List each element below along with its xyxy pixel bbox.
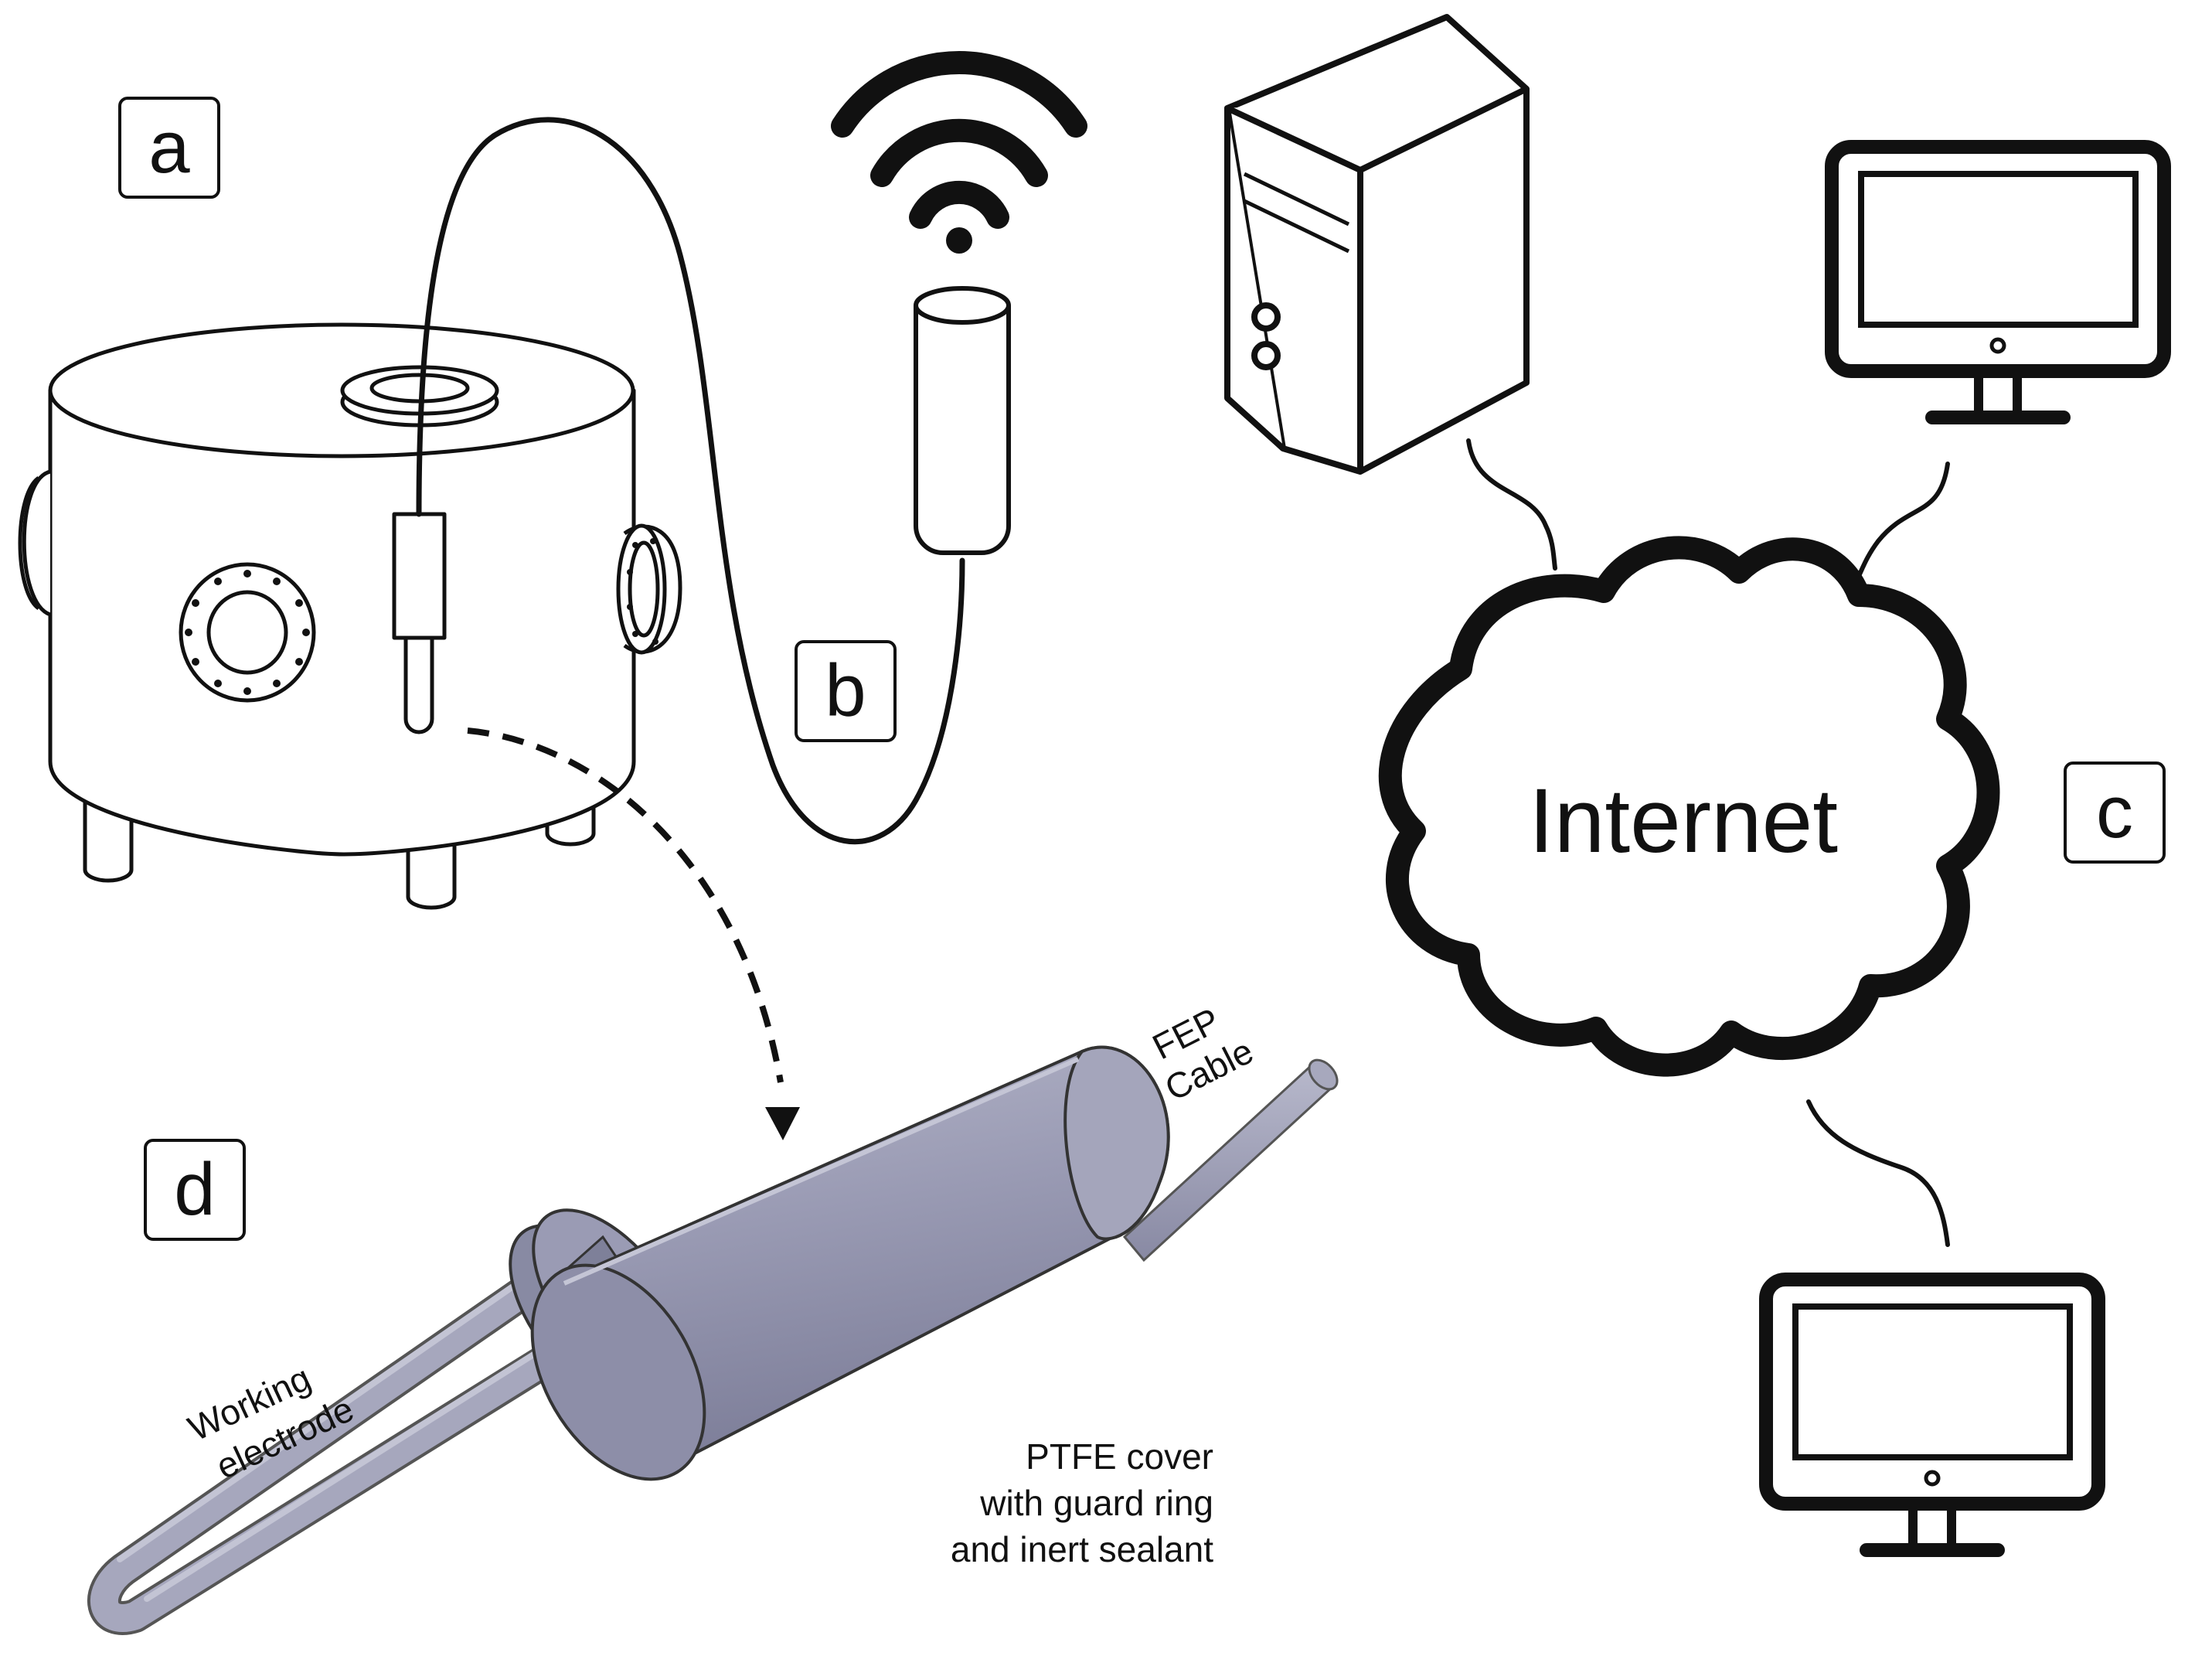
front-viewport (179, 562, 316, 703)
caption-ptfe-cover: PTFE cover with guard ring and inert sea… (951, 1436, 1213, 1569)
caption-ptfe-line2: with guard ring (979, 1483, 1213, 1523)
panel-label-c: c (2064, 762, 2166, 864)
panel-label-b: b (795, 640, 897, 742)
chamber-body (48, 388, 636, 857)
wifi-icon (831, 51, 1087, 254)
server-tower-icon (1224, 14, 1530, 475)
cloud-icon: Internet (1378, 536, 2000, 1077)
vacuum-chamber-icon (18, 322, 682, 910)
monitor-icon-bottom (1759, 1273, 2105, 1557)
panel-label-a: a (118, 97, 220, 199)
chamber-probe (392, 512, 447, 734)
ptfe-cover-front (530, 1263, 706, 1481)
working-electrode (87, 1247, 612, 1635)
right-port (616, 523, 682, 655)
panel-label-d: d (144, 1139, 246, 1241)
zoom-arrow (467, 727, 800, 1140)
caption-ptfe-line1: PTFE cover (1026, 1436, 1213, 1477)
caption-ptfe-line3: and inert sealant (951, 1529, 1213, 1569)
panel-label-d-text: d (174, 1148, 215, 1231)
probe-cable (416, 117, 965, 845)
probe-3d-render (87, 1045, 1339, 1635)
panel-label-a-text: a (148, 106, 190, 189)
panel-label-b-text: b (825, 649, 866, 732)
network-links (1466, 438, 1950, 1247)
left-port (18, 469, 52, 617)
cloud-label: Internet (1529, 770, 1838, 872)
wireless-transmitter-icon (914, 286, 1011, 555)
monitor-icon-top (1825, 140, 2171, 424)
panel-label-c-text: c (2096, 771, 2133, 854)
